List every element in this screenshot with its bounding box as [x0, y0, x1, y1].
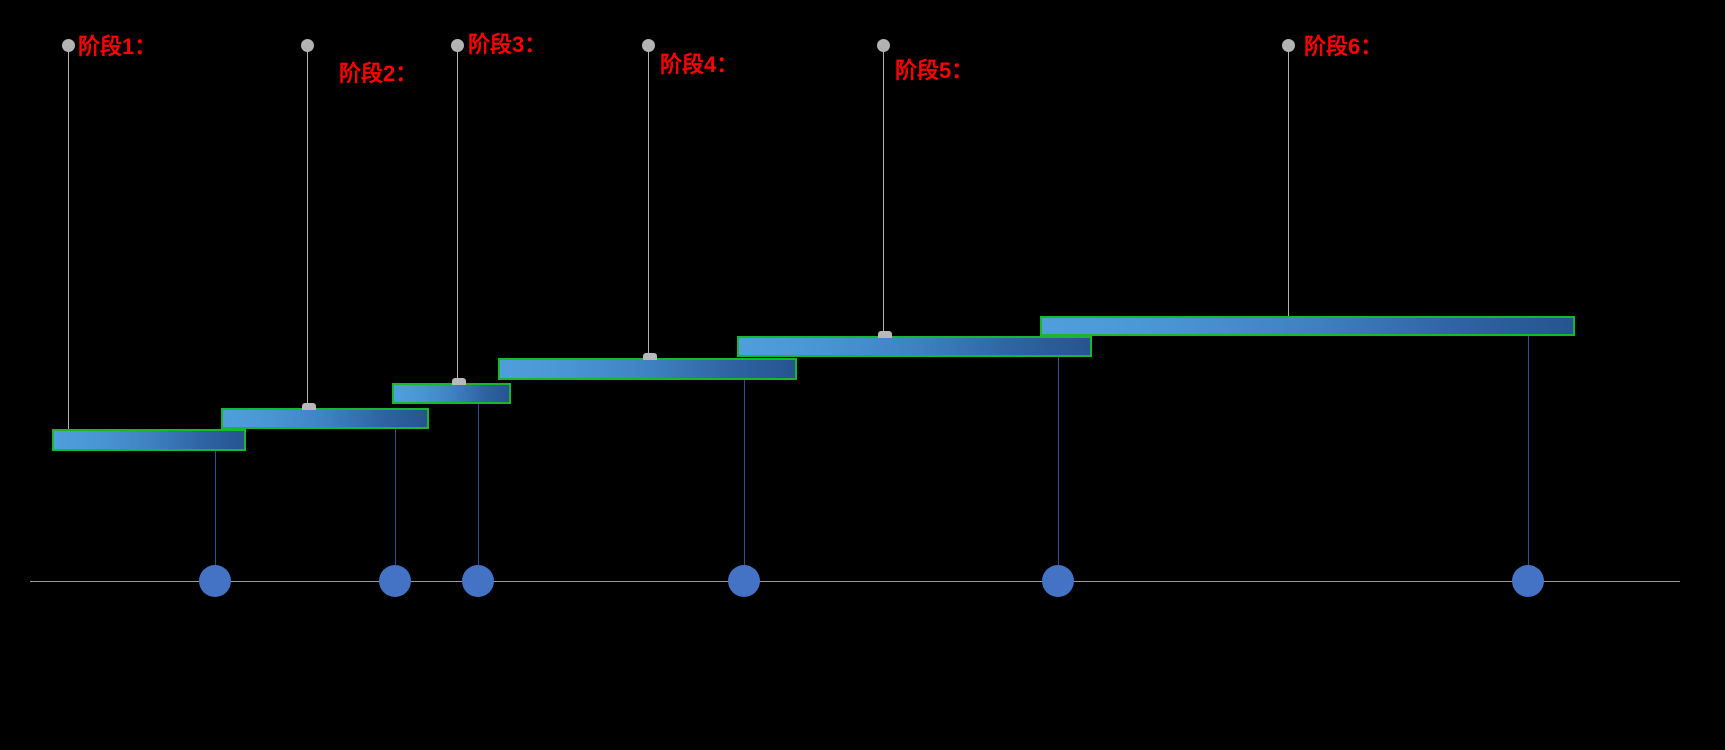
- axis-node-6[interactable]: [1512, 565, 1544, 597]
- milestone-label-1: 阶段1：: [78, 34, 157, 59]
- milestone-label-3: 阶段3：: [468, 32, 547, 57]
- milestone-stem: [307, 45, 308, 408]
- drop-connector-3: [478, 403, 479, 575]
- stage-bar-6[interactable]: [1040, 316, 1575, 336]
- milestone-label-5: 阶段5：: [895, 58, 974, 83]
- drop-connector-2: [395, 428, 396, 575]
- milestone-stem: [1288, 45, 1289, 316]
- milestone-stem: [457, 45, 458, 383]
- milestone-label-4: 阶段4：: [660, 52, 739, 77]
- milestone-stem: [883, 45, 884, 336]
- axis-node-1[interactable]: [199, 565, 231, 597]
- drop-connector-6: [1528, 335, 1529, 575]
- bar-cap-icon: [302, 403, 316, 410]
- axis-node-4[interactable]: [728, 565, 760, 597]
- stage-bar-1[interactable]: [52, 429, 246, 451]
- stage-bar-3[interactable]: [392, 378, 511, 404]
- milestone-stem: [68, 45, 69, 429]
- milestone-stem: [648, 45, 649, 358]
- drop-connector-4: [744, 380, 745, 575]
- bar-cap-icon: [878, 331, 892, 338]
- stage-bar-4[interactable]: [498, 353, 797, 380]
- axis-node-3[interactable]: [462, 565, 494, 597]
- milestone-label-6: 阶段6：: [1304, 34, 1383, 59]
- axis-node-5[interactable]: [1042, 565, 1074, 597]
- stage-bar-2[interactable]: [221, 403, 429, 429]
- bar-cap-icon: [452, 378, 466, 385]
- drop-connector-5: [1058, 356, 1059, 575]
- drop-connector-1: [215, 450, 216, 575]
- timeline-axis: [30, 581, 1680, 582]
- milestone-label-2: 阶段2：: [339, 61, 418, 86]
- stage-bar-5[interactable]: [737, 331, 1092, 357]
- axis-node-2[interactable]: [379, 565, 411, 597]
- bar-cap-icon: [643, 353, 657, 360]
